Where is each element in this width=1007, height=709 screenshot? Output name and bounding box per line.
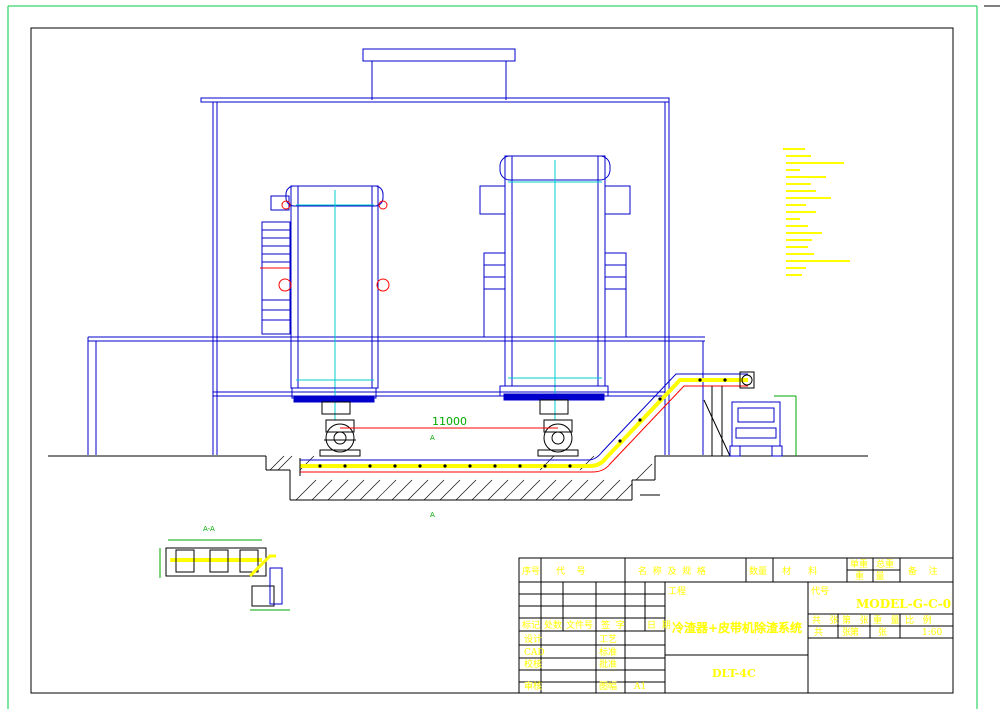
title-block-text: 序号 代 号 名 称 及 规 格 数量 材 料 单重 总重 重 量 备 注 标记… [522,558,951,692]
bom-name-header: 名 称 及 规 格 [638,565,706,577]
sheet-info-1: 共 [814,627,823,638]
role-review: 审核 [524,680,542,692]
slag-cooler-right [537,419,579,457]
role-sheet-size: 图幅 [599,680,617,692]
bom-seq-header: 序号 [522,565,540,577]
role-check: 校核 [524,658,542,670]
sheet-border [7,5,1000,709]
stage-label-3: 重 量 [873,614,900,626]
role-process: 工艺 [599,634,617,645]
rev-mark: 标记 [522,619,540,631]
bom-qty-header: 数量 [749,565,767,577]
bom-unit-weight-header: 单重 [850,558,868,570]
drawing-title: 冷渣器+皮带机除渣系统 [672,620,802,635]
bom-remark-header: 备 注 [908,565,937,577]
sheet-info-4: 张 [878,627,887,638]
model-number: DLT-4C [712,667,756,680]
bom-weight-header: 重 量 [855,570,884,582]
role-approve: 批准 [599,658,617,670]
section-view-label: A-A [203,525,215,533]
boiler-right [479,155,631,420]
stage-label-2: 第 张 [842,614,869,626]
bom-code-header: 代 号 [556,566,585,577]
hatching [269,455,653,501]
bom-total-weight-header: 总重 [876,558,894,570]
drawing-number: MODEL-G-C-0 [856,597,951,611]
sheet-info-2: 张 [842,627,851,638]
conveyor-rollers [318,378,727,468]
truck [729,395,797,457]
building [87,48,705,455]
stage-label-1: 共 张 [812,615,839,626]
slag-cooler-left [319,419,361,457]
project-label: 工程 [668,586,686,597]
boiler-left [260,185,390,420]
section-marker-upper: A [430,434,435,442]
rev-date: 日 期 [647,620,671,631]
technical-notes [783,148,850,276]
section-marker-lower: A [430,511,435,519]
title-block [518,557,954,694]
rev-doc-no: 文件号 [566,619,593,631]
stage-label-4: 比 例 [905,614,932,626]
code-label: 代号 [811,586,829,597]
bom-material-header: 材 料 [782,565,817,577]
role-cad: CAD [524,648,545,658]
dimension-text: 11000 [432,415,467,428]
role-design: 设计 [524,633,542,645]
role-standard: 标准 [599,646,617,658]
ground-and-pit [48,455,868,501]
scale-value: 1:60 [922,628,942,638]
dimension-11000: 11000 A A [340,415,558,519]
sheet-info-3: 第 [850,626,859,638]
rev-count: 处数 [544,619,562,631]
sheet-size-value: A1 [633,682,646,692]
drawing-frame [30,27,954,694]
belt-conveyor [299,371,755,476]
section-view-aa: A-A [159,525,290,611]
rev-sign: 签 字 [601,619,625,631]
